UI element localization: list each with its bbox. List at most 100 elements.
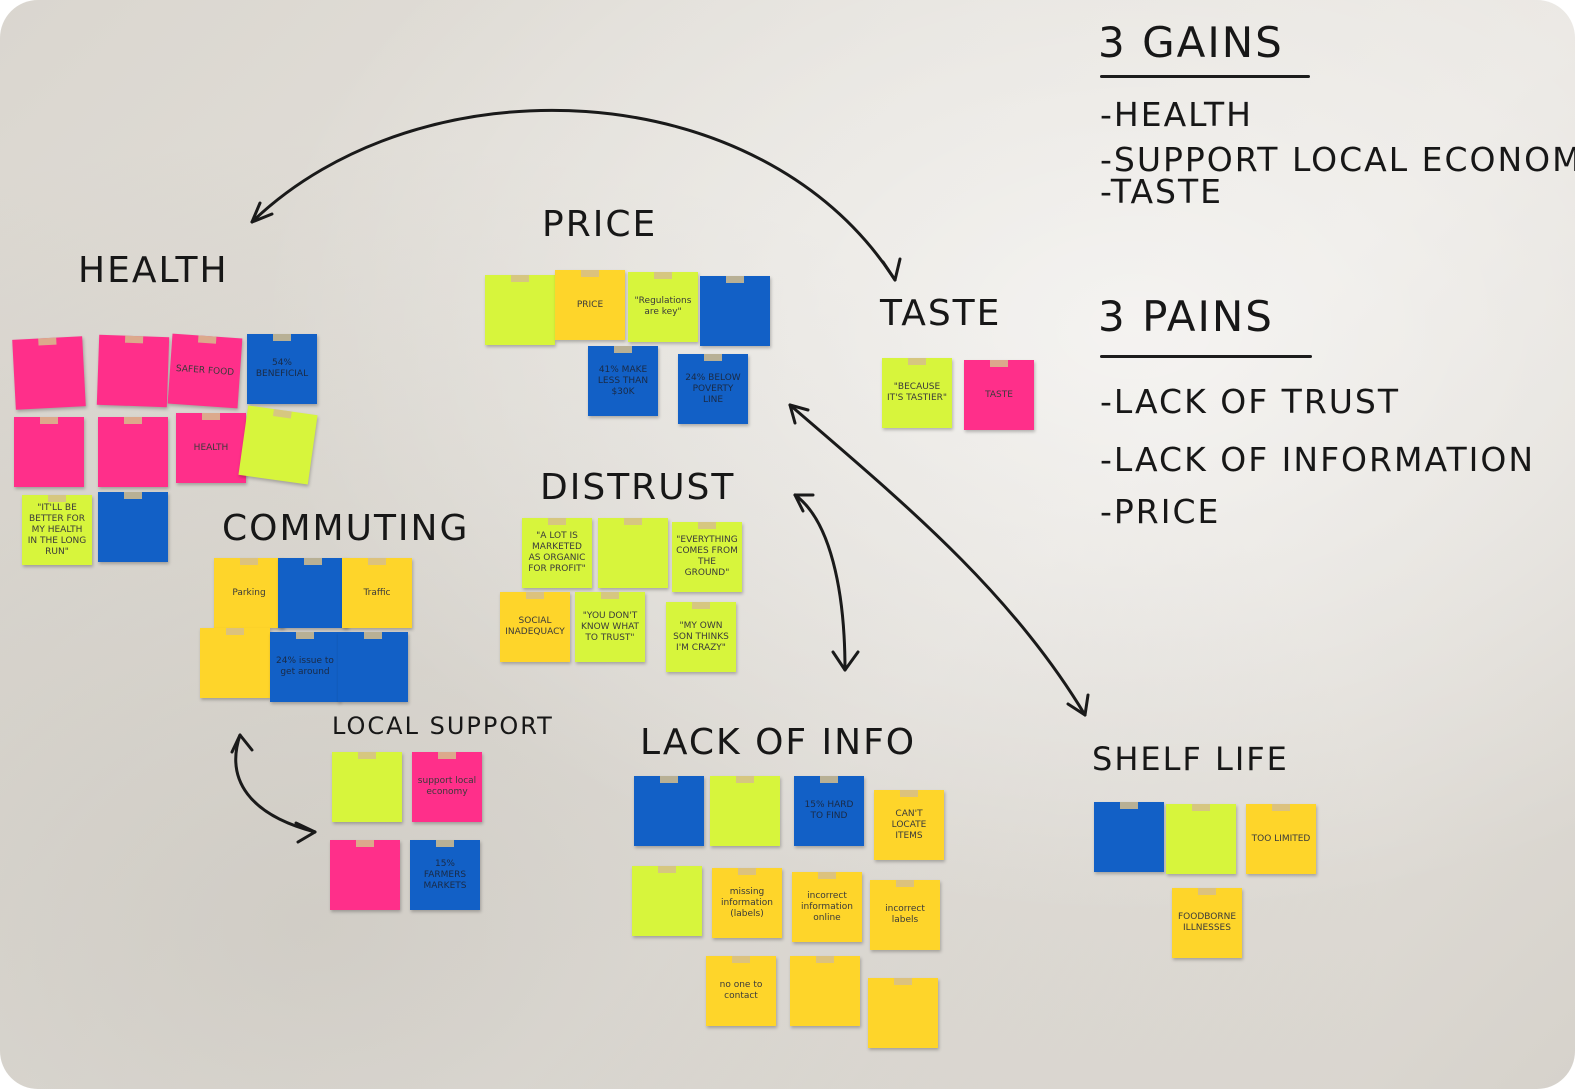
sticky-note-health: "IT'LL BE BETTER FOR MY HEALTH IN THE LO… <box>22 495 92 565</box>
tape-strip <box>436 840 454 847</box>
tape-strip <box>1272 804 1290 811</box>
pain-item-price: -PRICE <box>1100 492 1221 531</box>
tape-strip <box>624 518 642 525</box>
heading-distrust: DISTRUST <box>540 467 736 508</box>
sticky-note-lack-of-info: incorrect information online <box>792 872 862 942</box>
tape-strip <box>1120 802 1138 809</box>
gain-item-local-economy: -SUPPORT LOCAL ECONOMY <box>1100 140 1575 179</box>
sticky-note-local-support: 15% FARMERS MARKETS <box>410 840 480 910</box>
sticky-note-local-support <box>330 840 400 910</box>
tape-strip <box>698 522 716 529</box>
arrow-health-taste <box>250 108 897 282</box>
tape-strip <box>202 413 220 420</box>
sticky-note-commuting: 24% issue to get around <box>270 632 340 702</box>
tape-strip <box>438 752 456 759</box>
tape-strip <box>526 592 544 599</box>
sticky-note-lack-of-info: 15% HARD TO FIND <box>794 776 864 846</box>
sticky-note-health: SAFER FOOD <box>167 333 243 409</box>
sticky-note-lack-of-info: no one to contact <box>706 956 776 1026</box>
arrow-distrust-lackofinfo <box>793 493 847 672</box>
tape-strip <box>736 776 754 783</box>
tape-strip <box>704 354 722 361</box>
sticky-note-local-support: support local economy <box>412 752 482 822</box>
sticky-note-taste: "BECAUSE IT'S TASTIER" <box>882 358 952 428</box>
heading-commuting: COMMUTING <box>222 508 470 549</box>
tape-strip <box>660 776 678 783</box>
sticky-note-distrust: "A LOT IS MARKETED AS ORGANIC FOR PROFIT… <box>522 518 592 588</box>
sticky-note-distrust: "MY OWN SON THINKS I'M CRAZY" <box>666 602 736 672</box>
tape-strip <box>732 956 750 963</box>
sticky-note-commuting <box>278 558 348 628</box>
tape-strip <box>40 417 58 424</box>
tape-strip <box>511 275 529 282</box>
sticky-note-price: PRICE <box>555 270 625 340</box>
heading-health: HEALTH <box>78 250 229 291</box>
heading-taste: TASTE <box>880 293 1002 334</box>
gains-underline <box>1100 75 1310 78</box>
sticky-note-health <box>14 417 84 487</box>
pain-item-information: -LACK OF INFORMATION <box>1100 440 1536 479</box>
sticky-note-price: 41% MAKE LESS THAN $30K <box>588 346 658 416</box>
tape-strip <box>548 518 566 525</box>
sticky-note-health <box>98 492 168 562</box>
tape-strip <box>654 272 672 279</box>
gain-item-taste: -TASTE <box>1100 172 1224 211</box>
tape-strip <box>738 868 756 875</box>
sticky-note-commuting <box>200 628 270 698</box>
tape-strip <box>48 495 66 502</box>
tape-strip <box>1192 804 1210 811</box>
sticky-note-health <box>12 336 86 410</box>
tape-strip <box>658 866 676 873</box>
sticky-note-health: 54% BENEFICIAL <box>247 334 317 404</box>
tape-strip <box>990 360 1008 367</box>
sticky-note-health <box>98 417 168 487</box>
tape-strip <box>368 558 386 565</box>
sticky-note-price <box>485 275 555 345</box>
gains-title: 3 GAINS <box>1098 18 1284 67</box>
tape-strip <box>364 632 382 639</box>
tape-strip <box>240 558 258 565</box>
heading-shelf-life: SHELF LIFE <box>1092 740 1289 778</box>
arrow-price-shelf-life <box>788 403 1087 717</box>
sticky-note-health <box>96 334 170 408</box>
sticky-note-health: HEALTH <box>176 413 246 483</box>
sticky-note-lack-of-info <box>868 978 938 1048</box>
tape-strip <box>124 334 144 344</box>
tape-strip <box>296 632 314 639</box>
sticky-note-price: 24% BELOW POVERTY LINE <box>678 354 748 424</box>
sticky-note-shelf-life <box>1094 802 1164 872</box>
sticky-note-lack-of-info <box>632 866 702 936</box>
tape-strip <box>614 346 632 353</box>
tape-strip <box>894 978 912 985</box>
sticky-note-distrust: "YOU DON'T KNOW WHAT TO TRUST" <box>575 592 645 662</box>
sticky-note-lack-of-info <box>634 776 704 846</box>
sticky-note-commuting <box>338 632 408 702</box>
sticky-note-shelf-life <box>1166 804 1236 874</box>
tape-strip <box>356 840 374 847</box>
tape-strip <box>124 492 142 499</box>
sticky-note-commuting: Traffic <box>342 558 412 628</box>
pain-item-trust: -LACK OF TRUST <box>1100 382 1401 421</box>
sticky-note-price <box>700 276 770 346</box>
sticky-note-health <box>238 405 318 485</box>
heading-price: PRICE <box>542 204 658 245</box>
tape-strip <box>37 336 57 346</box>
tape-strip <box>124 417 142 424</box>
tape-strip <box>1198 888 1216 895</box>
gain-item-health: -HEALTH <box>1100 95 1253 134</box>
sticky-note-shelf-life: FOODBORNE ILLNESSES <box>1172 888 1242 958</box>
heading-lack-of-info: LACK OF INFO <box>640 722 917 763</box>
tape-strip <box>226 628 244 635</box>
sticky-note-taste: TASTE <box>964 360 1034 430</box>
pains-title: 3 PAINS <box>1098 292 1274 341</box>
sticky-note-distrust <box>598 518 668 588</box>
sticky-note-lack-of-info <box>790 956 860 1026</box>
tape-strip <box>358 752 376 759</box>
tape-strip <box>273 334 291 341</box>
sticky-note-lack-of-info: CAN'T LOCATE ITEMS <box>874 790 944 860</box>
tape-strip <box>692 602 710 609</box>
tape-strip <box>304 558 322 565</box>
sticky-note-lack-of-info: missing information (labels) <box>712 868 782 938</box>
